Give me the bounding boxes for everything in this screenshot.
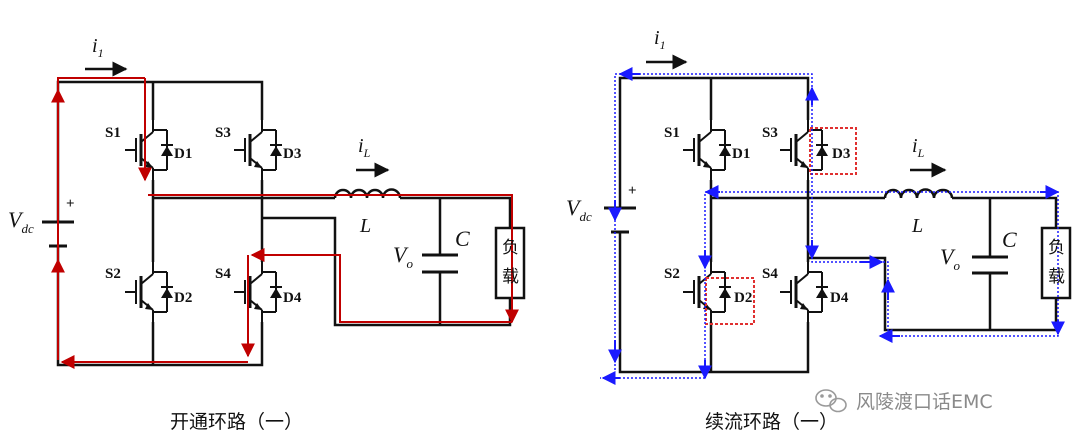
caption-left: 开通环路（一） — [170, 411, 303, 433]
capacitor-label: C — [455, 226, 470, 251]
inductor — [333, 188, 402, 199]
capacitor — [972, 255, 1008, 275]
freewheel-loop-diagram: Vdc + i1 iL L C Vo 负 载 S1 S3 S2 S4 D1 D3… — [566, 27, 1072, 433]
inductor-label: L — [359, 215, 371, 237]
current-i1-label: i1 — [654, 27, 666, 52]
vo-label: Vo — [393, 242, 413, 271]
load-text-1: 负 — [1048, 238, 1065, 258]
vo-label: Vo — [940, 244, 960, 273]
watermark-text: 风陵渡口话EMC — [856, 391, 993, 413]
current-i1-label: i1 — [92, 35, 104, 60]
turn-on-current-loop — [51, 77, 519, 369]
inductor-label: L — [911, 215, 923, 237]
label-d3: D3 — [283, 146, 301, 162]
label-s1: S1 — [105, 125, 121, 141]
label-s4: S4 — [215, 266, 231, 282]
switch-s4 — [232, 260, 284, 324]
source-label: Vdc — [566, 195, 592, 224]
switch-s1 — [123, 118, 175, 182]
plus-sign: + — [628, 183, 637, 199]
load-box — [1040, 226, 1072, 300]
highlight-d3 — [809, 127, 857, 175]
switch-s3 — [232, 118, 284, 182]
current-il-label: iL — [358, 135, 371, 160]
label-d3: D3 — [832, 146, 850, 162]
load-text-2: 载 — [502, 267, 519, 287]
label-d2: D2 — [174, 290, 192, 306]
capacitor — [422, 253, 458, 274]
label-d4: D4 — [283, 290, 302, 306]
label-s3: S3 — [762, 125, 778, 141]
caption-right: 续流环路（一） — [705, 411, 838, 433]
watermark: 风陵渡口话EMC — [815, 389, 993, 413]
source-label: Vdc — [8, 207, 34, 236]
load-box — [494, 226, 526, 300]
highlight-d2 — [705, 277, 755, 325]
switch-s2 — [123, 260, 175, 324]
load-text-1: 负 — [502, 238, 519, 258]
turn-on-loop-diagram: Vdc + i1 iL L C Vo 负 载 S1 S3 S2 S4 D1 D3… — [8, 35, 526, 433]
plus-sign: + — [66, 196, 75, 212]
label-s1: S1 — [664, 125, 680, 141]
label-d2: D2 — [734, 290, 752, 306]
inductor — [883, 188, 954, 199]
dc-source — [604, 206, 636, 234]
label-s2: S2 — [664, 266, 680, 282]
current-il-label: iL — [912, 135, 925, 160]
switch-s1 — [681, 118, 733, 182]
label-d4: D4 — [830, 290, 849, 306]
label-d1: D1 — [174, 146, 192, 162]
label-d1: D1 — [732, 146, 750, 162]
circuit-wires — [618, 76, 1058, 374]
label-s4: S4 — [762, 266, 778, 282]
switch-s4 — [778, 260, 830, 324]
capacitor-label: C — [1002, 227, 1017, 252]
label-s2: S2 — [105, 266, 121, 282]
label-s3: S3 — [215, 125, 231, 141]
load-text-2: 载 — [1048, 267, 1065, 287]
freewheel-arrows — [601, 67, 1065, 385]
wechat-icon — [815, 389, 847, 413]
